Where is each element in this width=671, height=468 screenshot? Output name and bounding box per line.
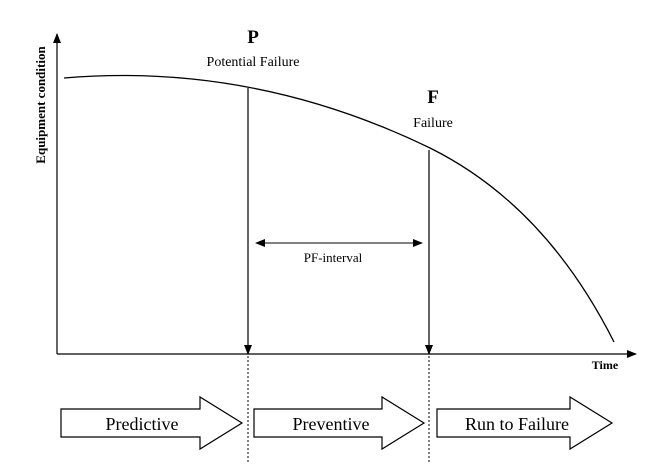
- p-point-label: Potential Failure: [207, 55, 300, 70]
- phase-arrow-predictive: Predictive: [60, 395, 244, 451]
- x-axis-label: Time: [592, 358, 619, 372]
- p-point-letter: P: [247, 27, 259, 48]
- condition-curve: [63, 74, 615, 343]
- phase-arrow-run-to-failure: Run to Failure: [436, 395, 614, 451]
- f-point-label: Failure: [413, 116, 453, 131]
- phase-arrow-preventive: Preventive: [253, 395, 426, 451]
- phase-label-predictive: Predictive: [106, 414, 179, 434]
- f-point-letter: F: [427, 87, 439, 108]
- phase-label-run-to-failure: Run to Failure: [465, 414, 569, 434]
- y-axis-label: Equipment condition: [33, 46, 48, 164]
- pf-interval-label: PF-interval: [304, 250, 363, 265]
- phase-label-preventive: Preventive: [293, 414, 370, 434]
